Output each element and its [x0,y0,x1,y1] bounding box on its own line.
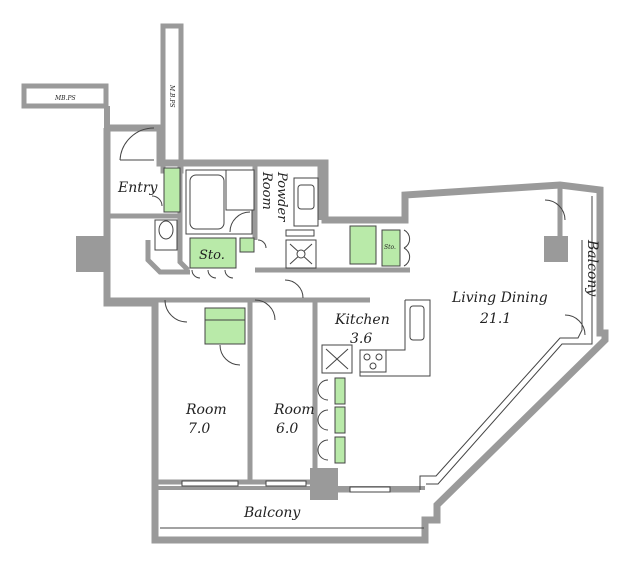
living-name-label: Living Dining [451,290,548,306]
powder-room-label-2: Room [259,171,274,210]
walls [21,23,609,544]
balcony-lines [160,196,593,529]
storage-small-label: Sto. [384,244,396,251]
powder-room-label-1: Powder [274,171,289,222]
kitchen-size-label: 3.6 [350,331,372,347]
entry-label: Entry [117,180,159,196]
room2-name-label: Room [273,402,315,418]
kitchen-name-label: Kitchen [334,312,390,328]
balcony-right-label: Balcony [584,239,600,297]
room1-size-label: 7.0 [188,421,210,437]
room2-size-label: 6.0 [276,421,298,437]
living-size-label: 21.1 [479,311,511,327]
kitchen-fixtures [321,299,431,377]
windows [181,480,391,493]
bath-fixtures [154,169,319,269]
storage-main-label: Sto. [199,248,225,263]
ps-label: M.B.PS [168,84,175,108]
doors [119,127,586,461]
storage-units [163,167,401,464]
labels: MB.PS M.B.PS Entry Powder Room Sto. Sto.… [54,84,600,521]
room1-name-label: Room [185,402,227,418]
mbps-label: MB.PS [54,95,76,102]
balcony-bottom-label: Balcony [243,505,301,521]
